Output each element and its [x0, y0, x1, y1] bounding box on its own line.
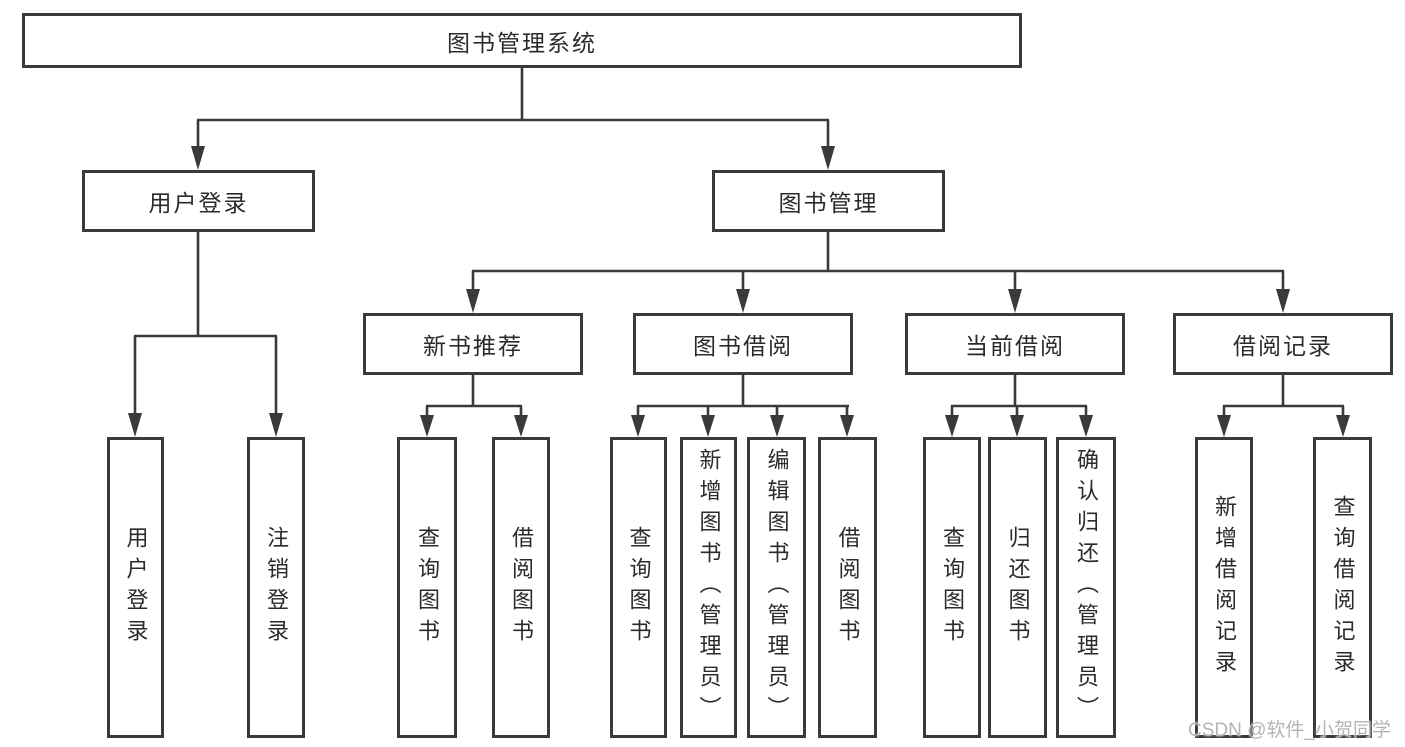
leaf-label: 查询图书	[626, 525, 652, 650]
leaf-query-books-recommend: 查询图书	[397, 437, 457, 738]
leaf-query-books-borrow: 查询图书	[610, 437, 667, 738]
connector-borrow-record-to-leaves	[1217, 375, 1350, 437]
node-book-borrow: 图书借阅	[633, 313, 853, 375]
node-label: 图书管理	[778, 190, 879, 216]
leaf-label: 新增图书（管理员）	[696, 448, 722, 727]
node-book-management: 图书管理	[712, 170, 945, 232]
leaf-query-books-current: 查询图书	[923, 437, 981, 738]
leaf-add-borrow-record: 新增借阅记录	[1195, 437, 1253, 738]
leaf-label: 新增借阅记录	[1212, 494, 1237, 681]
leaf-label: 借阅图书	[509, 525, 534, 650]
leaf-query-borrow-record: 查询借阅记录	[1313, 437, 1372, 738]
leaf-label: 注销登录	[264, 525, 289, 650]
connector-current-borrow-to-leaves	[945, 375, 1093, 437]
leaf-edit-books-admin: 编辑图书（管理员）	[747, 437, 806, 738]
leaf-user-login: 用户登录	[107, 437, 164, 738]
leaf-label: 编辑图书（管理员）	[764, 448, 790, 727]
node-label: 当前借阅	[965, 333, 1065, 359]
node-label: 新书推荐	[423, 333, 523, 359]
csdn-watermark: CSDN @软件_小贺同学	[1188, 720, 1391, 741]
node-label: 用户登录	[148, 190, 249, 216]
leaf-label: 确认归还（管理员）	[1074, 448, 1099, 727]
leaf-label: 借阅图书	[835, 525, 861, 650]
leaf-label: 查询图书	[940, 525, 965, 650]
node-current-borrow: 当前借阅	[905, 313, 1125, 375]
node-new-book-recommend: 新书推荐	[363, 313, 583, 375]
leaf-add-books-admin: 新增图书（管理员）	[680, 437, 737, 738]
node-label: 图书借阅	[693, 333, 793, 359]
leaf-label: 查询借阅记录	[1330, 494, 1356, 681]
leaf-borrow-books: 借阅图书	[818, 437, 877, 738]
leaf-return-books: 归还图书	[988, 437, 1047, 738]
connector-book-mgmt-to-level3	[466, 232, 1290, 313]
node-borrow-record: 借阅记录	[1173, 313, 1393, 375]
leaf-borrow-books-recommend: 借阅图书	[492, 437, 550, 738]
node-label: 借阅记录	[1233, 333, 1333, 359]
node-root-library-system: 图书管理系统	[22, 13, 1022, 68]
leaf-label: 查询图书	[415, 525, 440, 650]
leaf-logout: 注销登录	[247, 437, 305, 738]
leaf-label: 用户登录	[123, 525, 149, 650]
leaf-confirm-return-admin: 确认归还（管理员）	[1056, 437, 1116, 738]
node-user-login: 用户登录	[82, 170, 315, 232]
connector-root-to-level2	[191, 68, 835, 170]
connector-book-borrow-to-leaves	[631, 375, 854, 437]
node-root-label: 图书管理系统	[447, 29, 597, 56]
connector-new-book-to-leaves	[420, 375, 528, 437]
connector-user-login-to-leaves	[128, 232, 283, 437]
leaf-label: 归还图书	[1005, 525, 1031, 650]
